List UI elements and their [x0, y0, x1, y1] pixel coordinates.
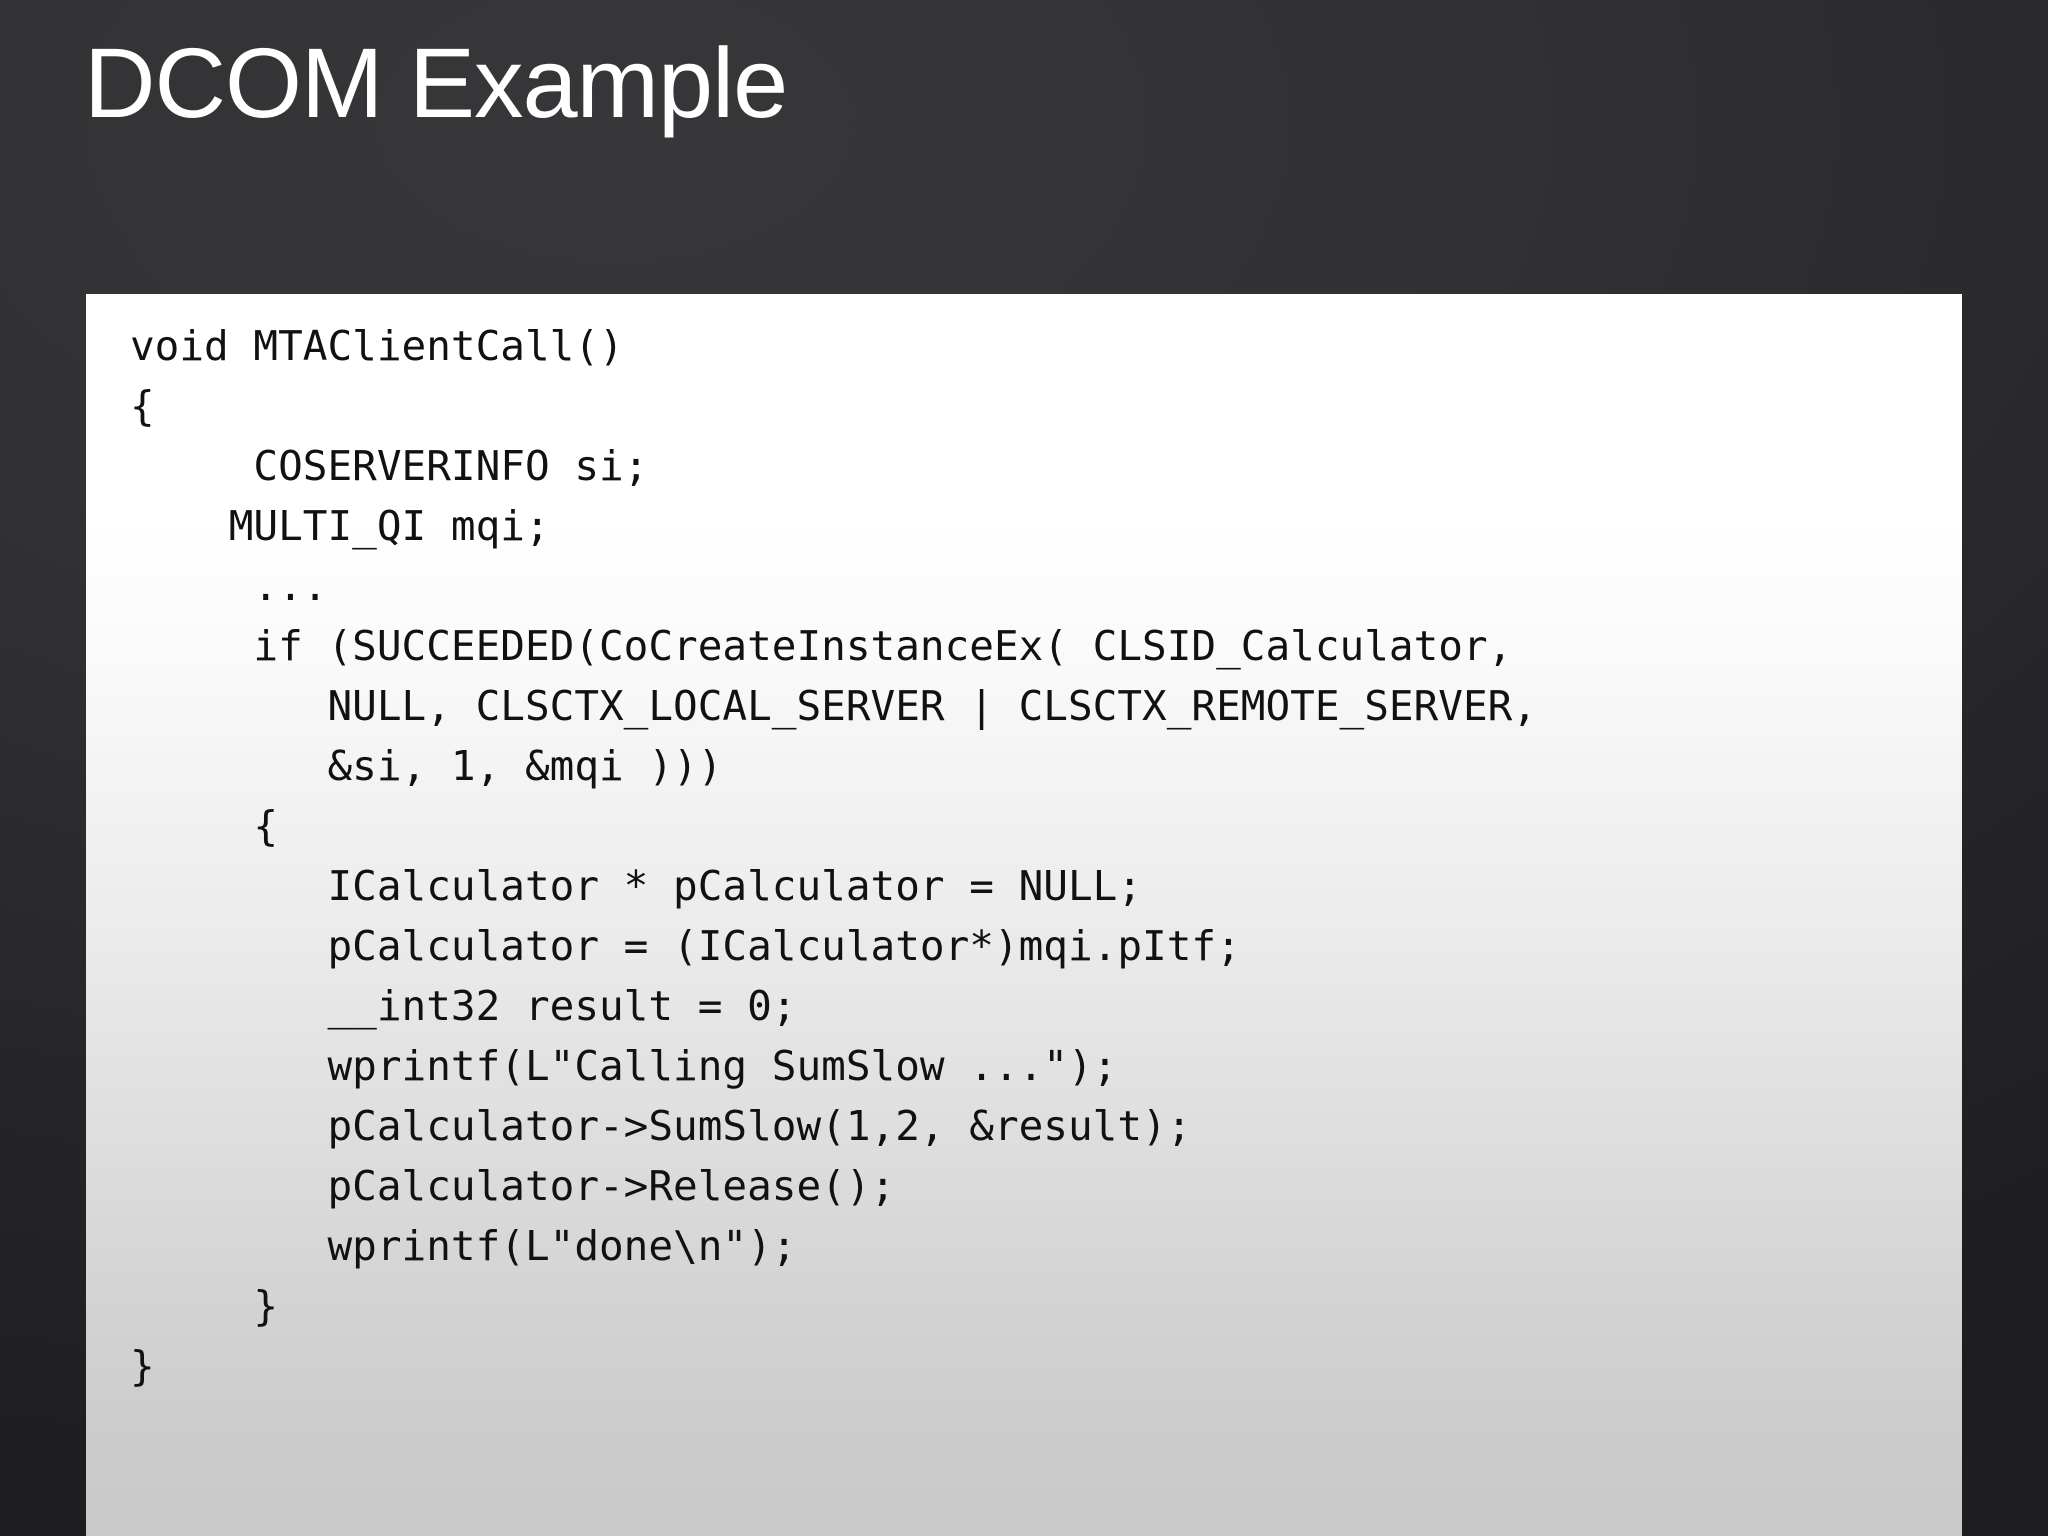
- code-listing: void MTAClientCall() { COSERVERINFO si; M…: [130, 316, 1537, 1396]
- code-line: if (SUCCEEDED(CoCreateInstanceEx( CLSID_…: [130, 622, 1513, 670]
- code-line: }: [130, 1282, 279, 1330]
- code-line: &si, 1, &mqi ))): [130, 742, 723, 790]
- code-line: pCalculator->SumSlow(1,2, &result);: [130, 1102, 1192, 1150]
- code-line: }: [130, 1342, 155, 1390]
- code-line: pCalculator->Release();: [130, 1162, 896, 1210]
- code-line: wprintf(L"done\n");: [130, 1222, 797, 1270]
- code-line: {: [130, 382, 155, 430]
- code-line: ICalculator * pCalculator = NULL;: [130, 862, 1143, 910]
- code-line: ...: [130, 562, 328, 610]
- code-panel: void MTAClientCall() { COSERVERINFO si; M…: [86, 294, 1962, 1536]
- code-line: pCalculator = (ICalculator*)mqi.pItf;: [130, 922, 1241, 970]
- code-line: NULL, CLSCTX_LOCAL_SERVER | CLSCTX_REMOT…: [130, 682, 1537, 730]
- code-line: COSERVERINFO si;: [130, 442, 649, 490]
- code-line: wprintf(L"Calling SumSlow ...");: [130, 1042, 1118, 1090]
- code-line: MULTI_QI mqi;: [130, 502, 550, 550]
- code-line: __int32 result = 0;: [130, 982, 797, 1030]
- code-line: void MTAClientCall(): [130, 322, 624, 370]
- code-line: {: [130, 802, 279, 850]
- page-title: DCOM Example: [84, 27, 788, 138]
